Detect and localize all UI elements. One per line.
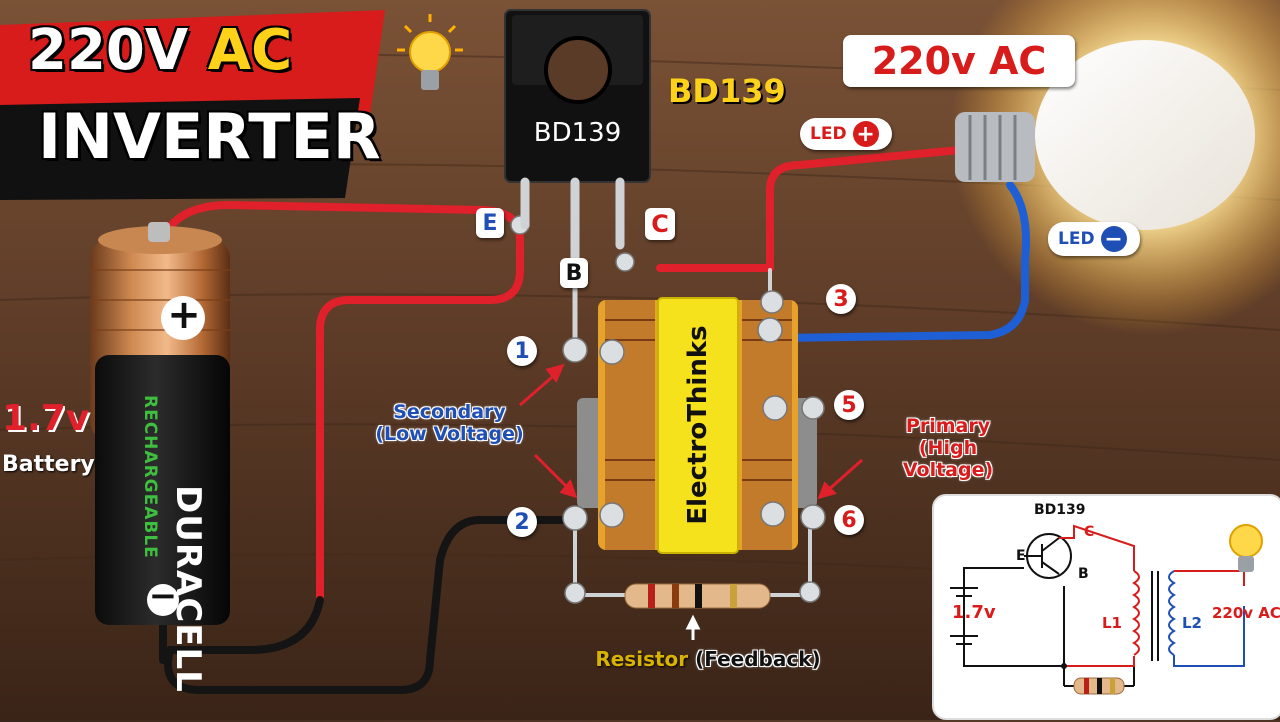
primary-label: Primary (High Voltage) [872, 415, 1024, 482]
title-ac: AC [207, 18, 293, 83]
schematic-b-label: B [1078, 566, 1089, 582]
pin-2-badge: 2 [507, 507, 537, 537]
battery-sub: RECHARGEABLE [140, 395, 160, 559]
transformer-brand: ElectroThinks [683, 325, 713, 525]
secondary-label: Secondary (Low Voltage) [372, 401, 527, 446]
battery-caption: Battery [2, 452, 95, 477]
pin-b-badge: B [560, 258, 588, 288]
pin-6-badge: 6 [834, 505, 864, 535]
title-line-1: 220V AC [28, 18, 292, 83]
led-plus-pill: LED + [800, 118, 892, 150]
led-minus-text: LED [1058, 229, 1095, 249]
led-minus-pill: LED − [1048, 222, 1140, 256]
transistor-marking: BD139 [533, 118, 622, 148]
pin-e-badge: E [476, 208, 504, 238]
transistor-label: BD139 [668, 72, 786, 110]
schematic-output-label: 220v AC [1212, 604, 1280, 622]
pin-3-badge: 3 [826, 284, 856, 314]
title-line-2: INVERTER [38, 100, 381, 173]
title-voltage: 220V [28, 18, 189, 83]
pin-5-badge: 5 [834, 390, 864, 420]
schematic-l1-label: L1 [1102, 614, 1122, 632]
resistor-label: Resistor (Feedback) [578, 648, 838, 671]
schematic-e-label: E [1016, 548, 1026, 564]
circuit-diagram [950, 524, 1263, 695]
secondary-note: (Low Voltage) [375, 422, 524, 445]
bulb-voltage-label: 220v AC [843, 35, 1075, 87]
resistor-note: (Feedback) [695, 647, 821, 671]
title-banner [0, 10, 385, 200]
pin-1-badge: 1 [507, 336, 537, 366]
schematic-inset: BD139 E C B 1.7v L1 L2 220v AC [932, 494, 1280, 720]
schematic-c-label: C [1084, 524, 1095, 540]
pin-c-badge: C [645, 208, 675, 240]
schematic-l2-label: L2 [1182, 614, 1202, 632]
battery-brand: DURACELL [168, 485, 208, 693]
schematic-battery-label: 1.7v [952, 602, 996, 623]
battery-plus-sign: + [167, 292, 201, 338]
battery-minus-sign: − [148, 576, 178, 616]
schematic-transistor-label: BD139 [1034, 502, 1086, 518]
lightbulb-icon [395, 12, 465, 102]
primary-title: Primary [905, 415, 991, 437]
primary-note: (High Voltage) [902, 436, 994, 481]
plus-icon: + [852, 121, 879, 147]
secondary-title: Secondary [393, 401, 506, 423]
battery-voltage: 1.7v [2, 398, 90, 439]
resistor-word: Resistor [595, 647, 689, 671]
led-plus-text: LED [810, 124, 847, 144]
minus-icon: − [1100, 226, 1127, 252]
